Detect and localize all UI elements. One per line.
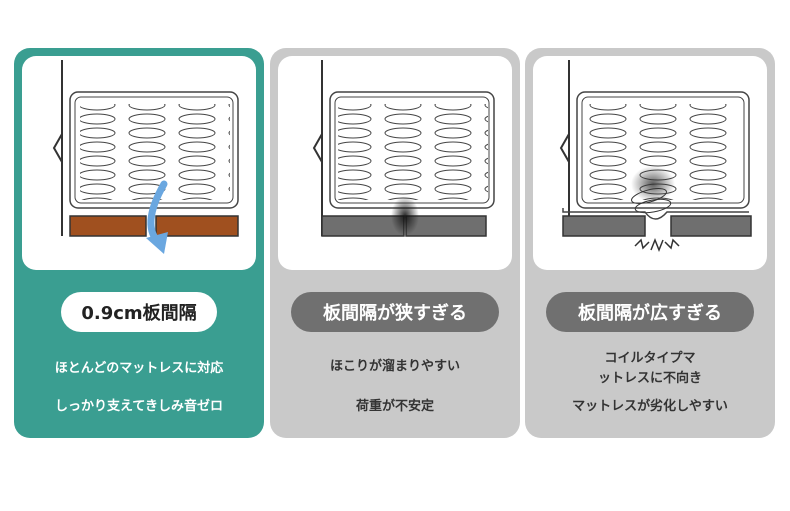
coil-group [80, 104, 230, 200]
mattress-illustration-optimal [22, 56, 256, 270]
dust-icon [391, 196, 419, 236]
card-title: 板間隔が狭すぎる [291, 292, 499, 332]
card-line-1: ほとんどのマットレスに対応 [54, 361, 224, 376]
slat-right [670, 215, 752, 237]
mattress-illustration-wide [533, 56, 767, 270]
slat-right [155, 215, 239, 237]
card-line-2: ットレスに不向き [597, 371, 702, 386]
coil-group [338, 104, 488, 200]
mattress-illustration-narrow [278, 56, 512, 270]
card-line-1: コイルタイプマ [604, 351, 696, 366]
card-optimal-gap: 0.9cm板間隔 ほとんどのマットレスに対応 しっかり支えてきしみ音ゼロ [14, 48, 264, 438]
card-line-1: ほこりが溜まりやすい [329, 359, 460, 374]
card-line-3: マットレスが劣化しやすい [572, 399, 728, 414]
card-line-2: しっかり支えてきしみ音ゼロ [55, 399, 223, 414]
slat-left [69, 215, 147, 237]
card-gap-too-wide: 板間隔が広すぎる コイルタイプマ ットレスに不向き マットレスが劣化しやすい [525, 48, 775, 438]
card-gap-too-narrow: 板間隔が狭すぎる ほこりが溜まりやすい 荷重が不安定 [270, 48, 520, 438]
card-title: 板間隔が広すぎる [546, 292, 754, 332]
creak-icon [634, 237, 680, 253]
card-line-2: 荷重が不安定 [355, 399, 434, 414]
slat-left [562, 215, 646, 237]
card-title: 0.9cm板間隔 [61, 292, 217, 332]
